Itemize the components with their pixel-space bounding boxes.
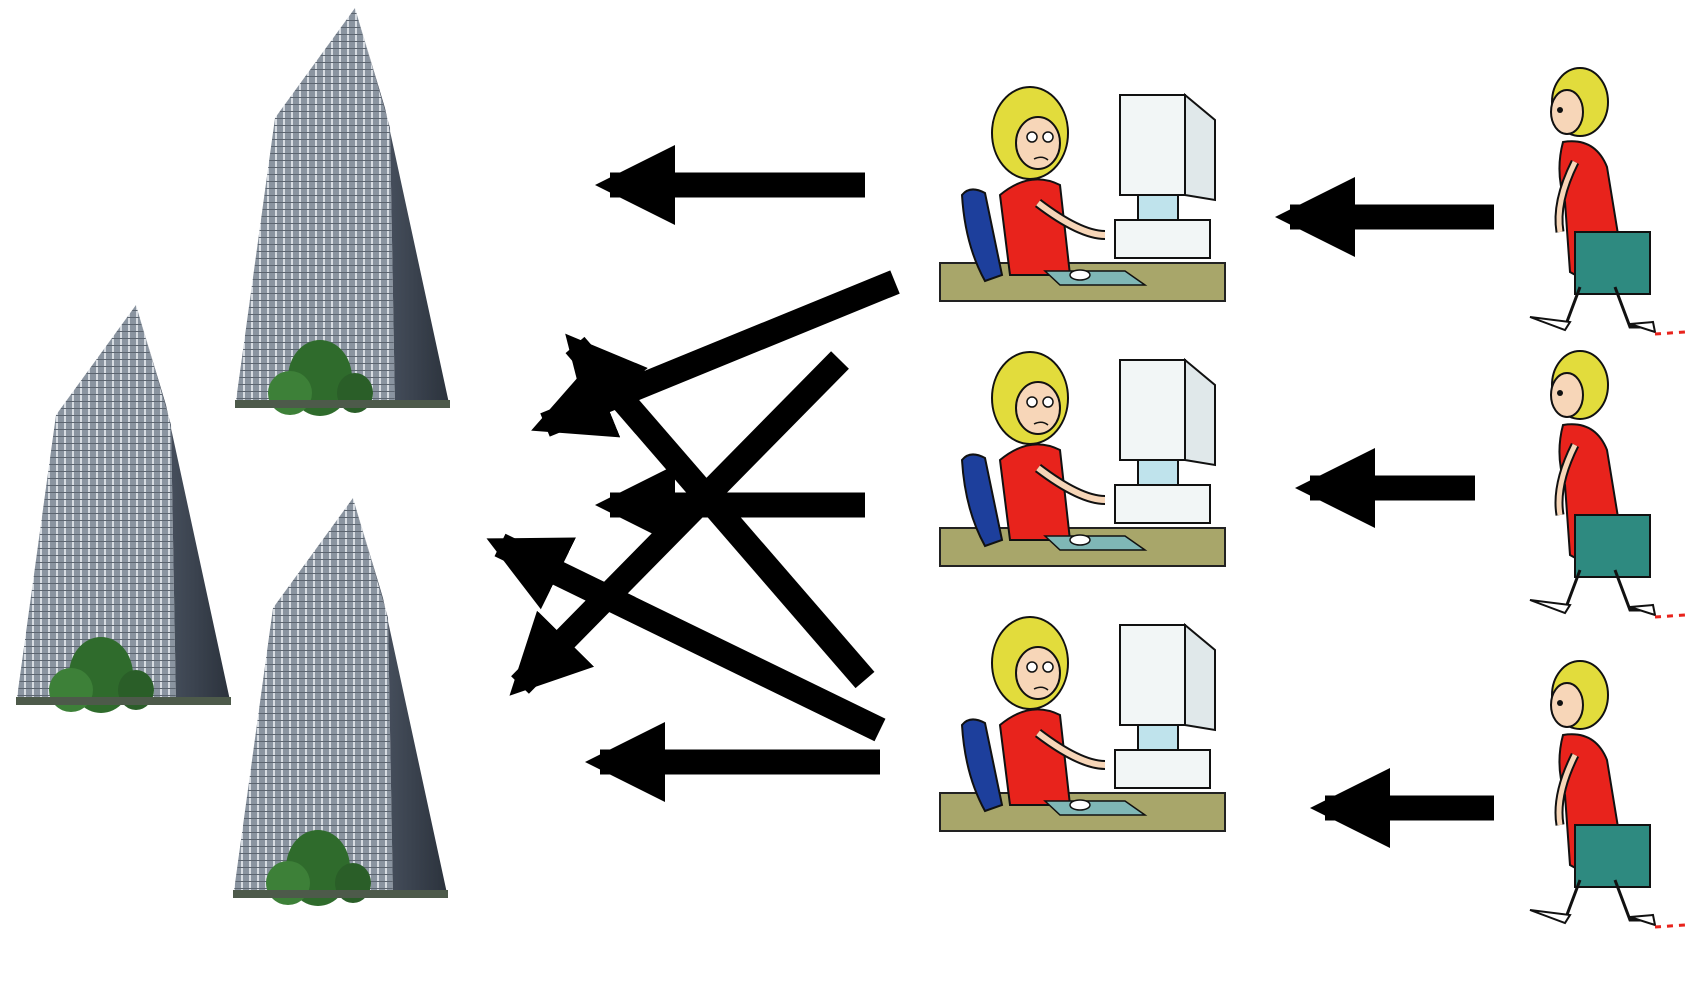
arrow-worker-bottom-to-building-left [486, 533, 886, 742]
building-top [235, 8, 450, 416]
walker-middle [1530, 351, 1685, 617]
worker-top [940, 87, 1225, 301]
arrow-worker-middle-to-building-bottom-a [509, 351, 849, 696]
building-left [16, 305, 231, 713]
arrow-worker-bottom-to-building-top [565, 333, 875, 689]
worker-bottom [940, 617, 1225, 831]
walker-bottom [1530, 661, 1685, 927]
building-bottom [233, 498, 448, 906]
worker-middle [940, 352, 1225, 566]
walker-top [1530, 68, 1685, 334]
